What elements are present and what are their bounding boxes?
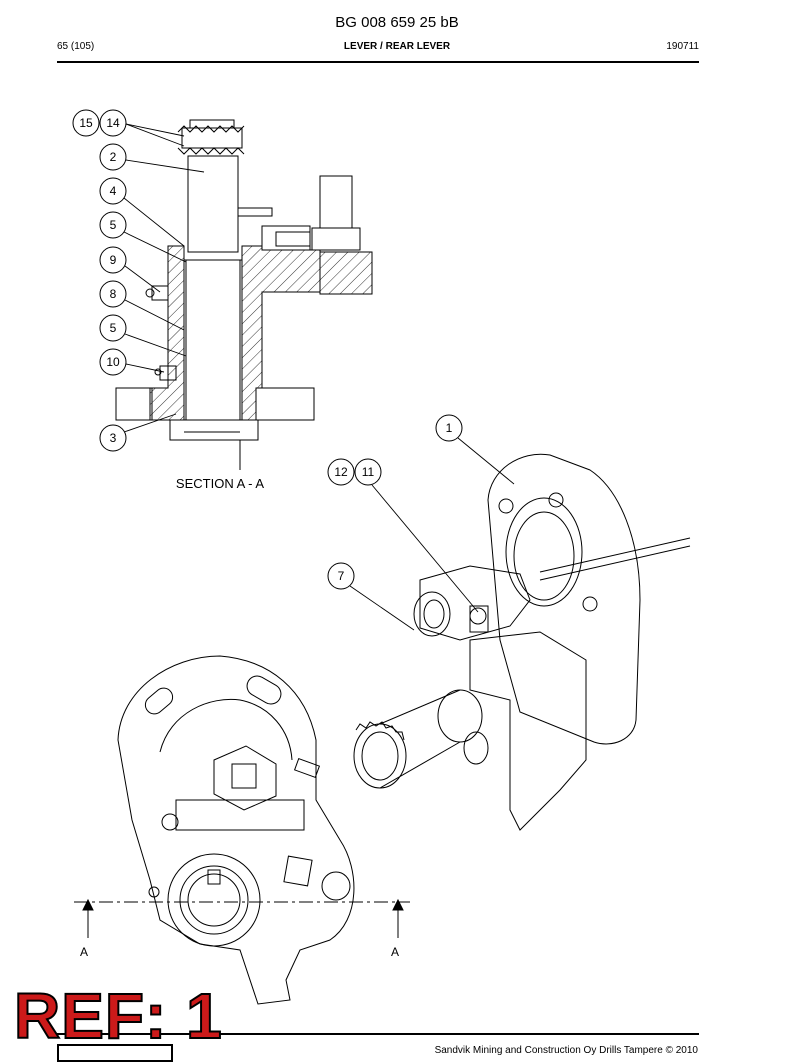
section-marker-right: A	[391, 945, 399, 959]
callout-5: 5	[110, 218, 117, 232]
callout-14: 14	[106, 116, 120, 130]
callout-12: 12	[334, 465, 348, 479]
callout-2: 2	[110, 150, 117, 164]
page-title: LEVER / REAR LEVER	[343, 41, 451, 52]
header-rule	[57, 61, 699, 63]
callout-7: 7	[338, 569, 345, 583]
callout-11: 11	[362, 465, 375, 479]
footer-rule	[57, 1033, 699, 1035]
footer-copyright: Sandvik Mining and Construction Oy Drill…	[434, 1045, 698, 1056]
callout-8: 8	[110, 287, 117, 301]
section-callouts: 15 14 2 4 5 9 8 5 10 3	[72, 109, 205, 452]
date-code: 190711	[666, 41, 699, 52]
page-number: 65 (105)	[57, 41, 95, 52]
callout-10: 10	[106, 355, 120, 369]
callout-5b: 5	[110, 321, 117, 335]
callout-1: 1	[446, 421, 453, 435]
section-view	[115, 119, 373, 470]
callout-15: 15	[79, 116, 93, 130]
section-caption: SECTION A - A	[176, 476, 264, 491]
document-id: BG 008 659 25 bB	[335, 14, 459, 31]
callout-9: 9	[110, 253, 117, 267]
top-view	[74, 655, 410, 1005]
isometric-view	[353, 453, 691, 831]
callout-3: 3	[110, 431, 117, 445]
section-marker-left: A	[80, 945, 88, 959]
ref-stamp: REF: 1	[13, 980, 223, 1052]
iso-callouts: 1 12 11 7	[327, 414, 515, 631]
callout-4: 4	[110, 184, 117, 198]
